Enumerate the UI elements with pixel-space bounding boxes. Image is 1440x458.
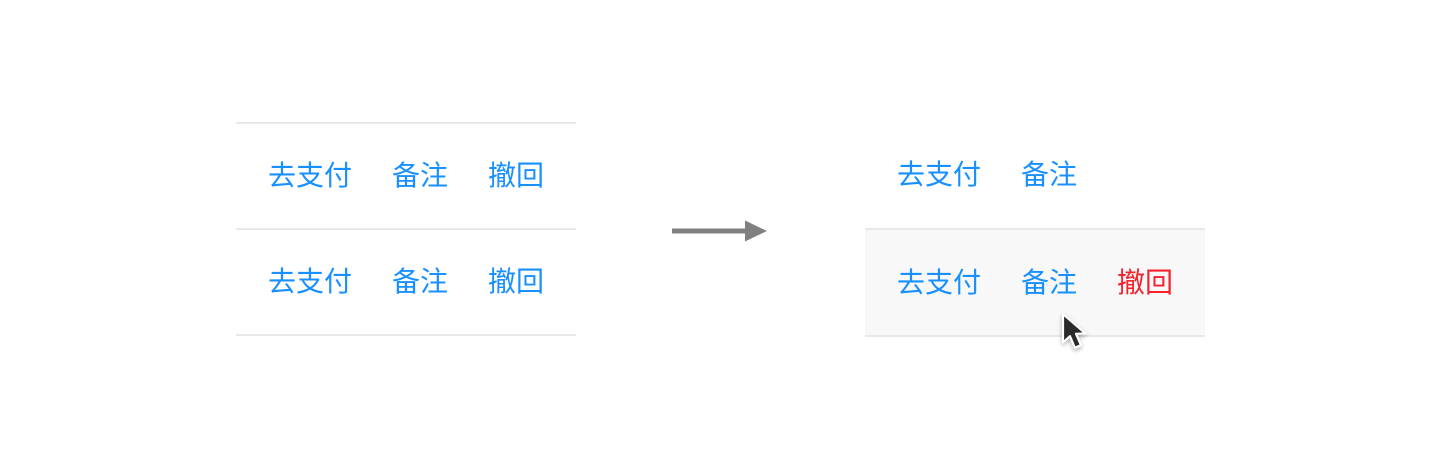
note-link[interactable]: 备注: [392, 266, 449, 297]
withdraw-link[interactable]: 撤回: [488, 266, 545, 297]
note-link[interactable]: 备注: [392, 160, 449, 191]
right-arrow-icon: [672, 220, 767, 242]
withdraw-link[interactable]: 撤回: [1117, 266, 1174, 298]
table-row: 去支付 备注 撤回: [236, 124, 576, 230]
pay-link[interactable]: 去支付: [897, 159, 982, 190]
table-row: 去支付 备注 撤回: [236, 230, 576, 336]
after-table-panel: 去支付 备注 去支付 备注 撤回: [865, 122, 1205, 349]
before-table-panel: 去支付 备注 撤回 去支付 备注 撤回: [236, 122, 576, 336]
note-link[interactable]: 备注: [1021, 159, 1078, 190]
withdraw-link[interactable]: 撤回: [488, 160, 545, 191]
mouse-cursor-icon: [1061, 312, 1087, 349]
pay-link[interactable]: 去支付: [897, 266, 982, 298]
table-row-hovered[interactable]: 去支付 备注 撤回: [865, 228, 1205, 349]
pay-link[interactable]: 去支付: [268, 266, 353, 297]
table-row: 去支付 备注: [865, 122, 1205, 228]
transition-arrow: [672, 219, 768, 243]
pay-link[interactable]: 去支付: [268, 160, 353, 191]
note-link[interactable]: 备注: [1021, 266, 1078, 298]
